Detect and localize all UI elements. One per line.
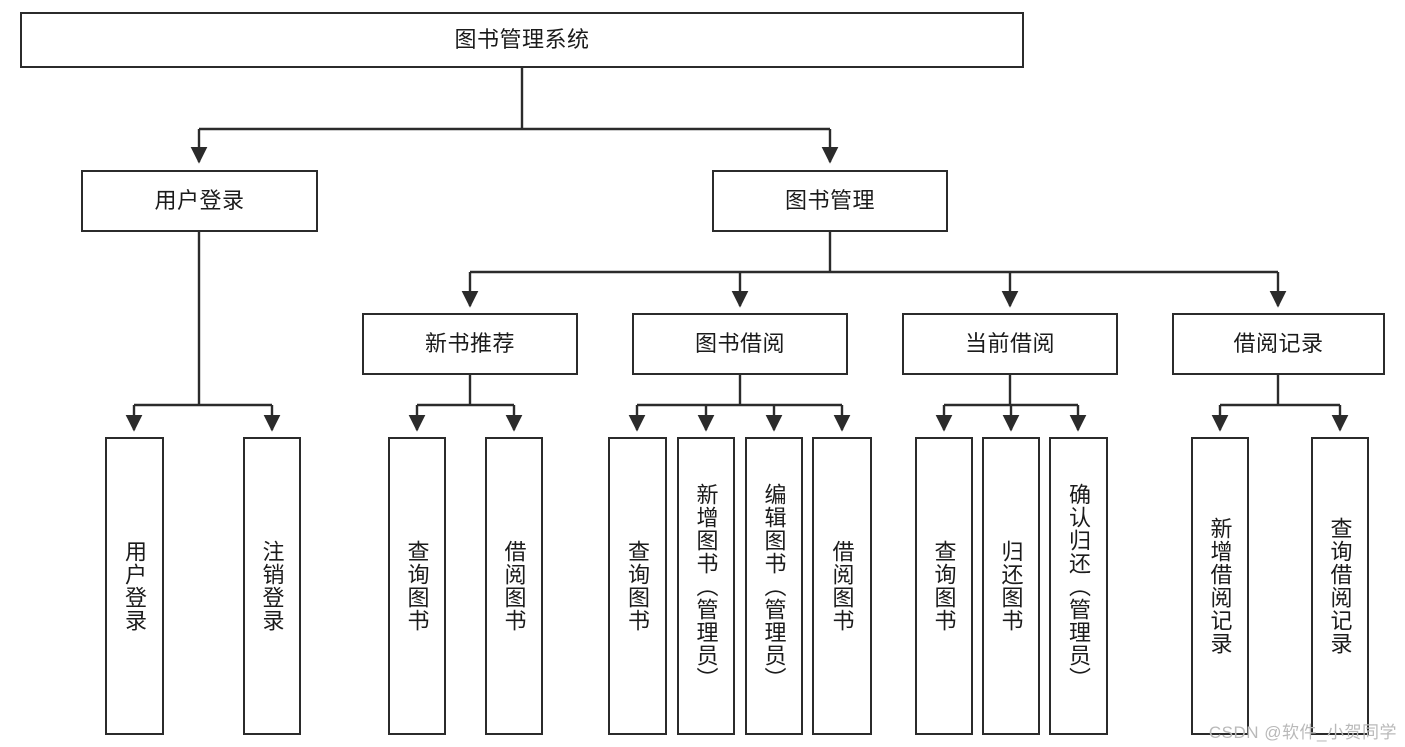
node-label: 查询图书 <box>931 540 957 632</box>
node-label: 借阅记录 <box>1233 330 1324 356</box>
node-label: 图书管理 <box>784 187 875 213</box>
leaf-logout[interactable]: 注销登录 <box>243 437 301 735</box>
node-label: 新增图书（管理员） <box>693 482 719 690</box>
node-borrow-record[interactable]: 借阅记录 <box>1172 313 1385 375</box>
leaf-query-borrow-record[interactable]: 查询借阅记录 <box>1311 437 1369 735</box>
node-label: 新书推荐 <box>424 330 515 356</box>
node-label: 查询借阅记录 <box>1327 517 1353 655</box>
node-label: 图书管理系统 <box>454 26 590 52</box>
leaf-query-books-borrow[interactable]: 查询图书 <box>608 437 667 735</box>
node-label: 确认归还（管理员） <box>1066 482 1092 690</box>
leaf-return-books[interactable]: 归还图书 <box>982 437 1040 735</box>
leaf-edit-book-admin[interactable]: 编辑图书（管理员） <box>745 437 803 735</box>
leaf-add-book-admin[interactable]: 新增图书（管理员） <box>677 437 735 735</box>
node-current-borrow[interactable]: 当前借阅 <box>902 313 1118 375</box>
leaf-add-borrow-record[interactable]: 新增借阅记录 <box>1191 437 1249 735</box>
node-label: 新增借阅记录 <box>1207 517 1233 655</box>
leaf-borrow-books-recommend[interactable]: 借阅图书 <box>485 437 543 735</box>
node-root[interactable]: 图书管理系统 <box>20 12 1024 68</box>
node-label: 注销登录 <box>259 540 285 632</box>
node-user-login[interactable]: 用户登录 <box>81 170 318 232</box>
leaf-query-books-recommend[interactable]: 查询图书 <box>388 437 446 735</box>
node-label: 当前借阅 <box>964 330 1055 356</box>
node-book-management[interactable]: 图书管理 <box>712 170 948 232</box>
leaf-query-books-current[interactable]: 查询图书 <box>915 437 973 735</box>
node-label: 图书借阅 <box>694 330 785 356</box>
watermark-text: CSDN @软件_小贺同学 <box>1208 723 1397 742</box>
node-label: 借阅图书 <box>829 540 855 632</box>
leaf-borrow-books[interactable]: 借阅图书 <box>812 437 872 735</box>
node-label: 归还图书 <box>998 540 1024 632</box>
leaf-confirm-return-admin[interactable]: 确认归还（管理员） <box>1049 437 1108 735</box>
node-label: 用户登录 <box>122 540 148 632</box>
leaf-user-login[interactable]: 用户登录 <box>105 437 164 735</box>
node-label: 用户登录 <box>154 187 245 213</box>
node-label: 编辑图书（管理员） <box>761 482 787 690</box>
node-label: 查询图书 <box>625 540 651 632</box>
node-book-borrow[interactable]: 图书借阅 <box>632 313 848 375</box>
node-label: 借阅图书 <box>501 540 527 632</box>
node-label: 查询图书 <box>404 540 430 632</box>
node-new-book-recommend[interactable]: 新书推荐 <box>362 313 578 375</box>
